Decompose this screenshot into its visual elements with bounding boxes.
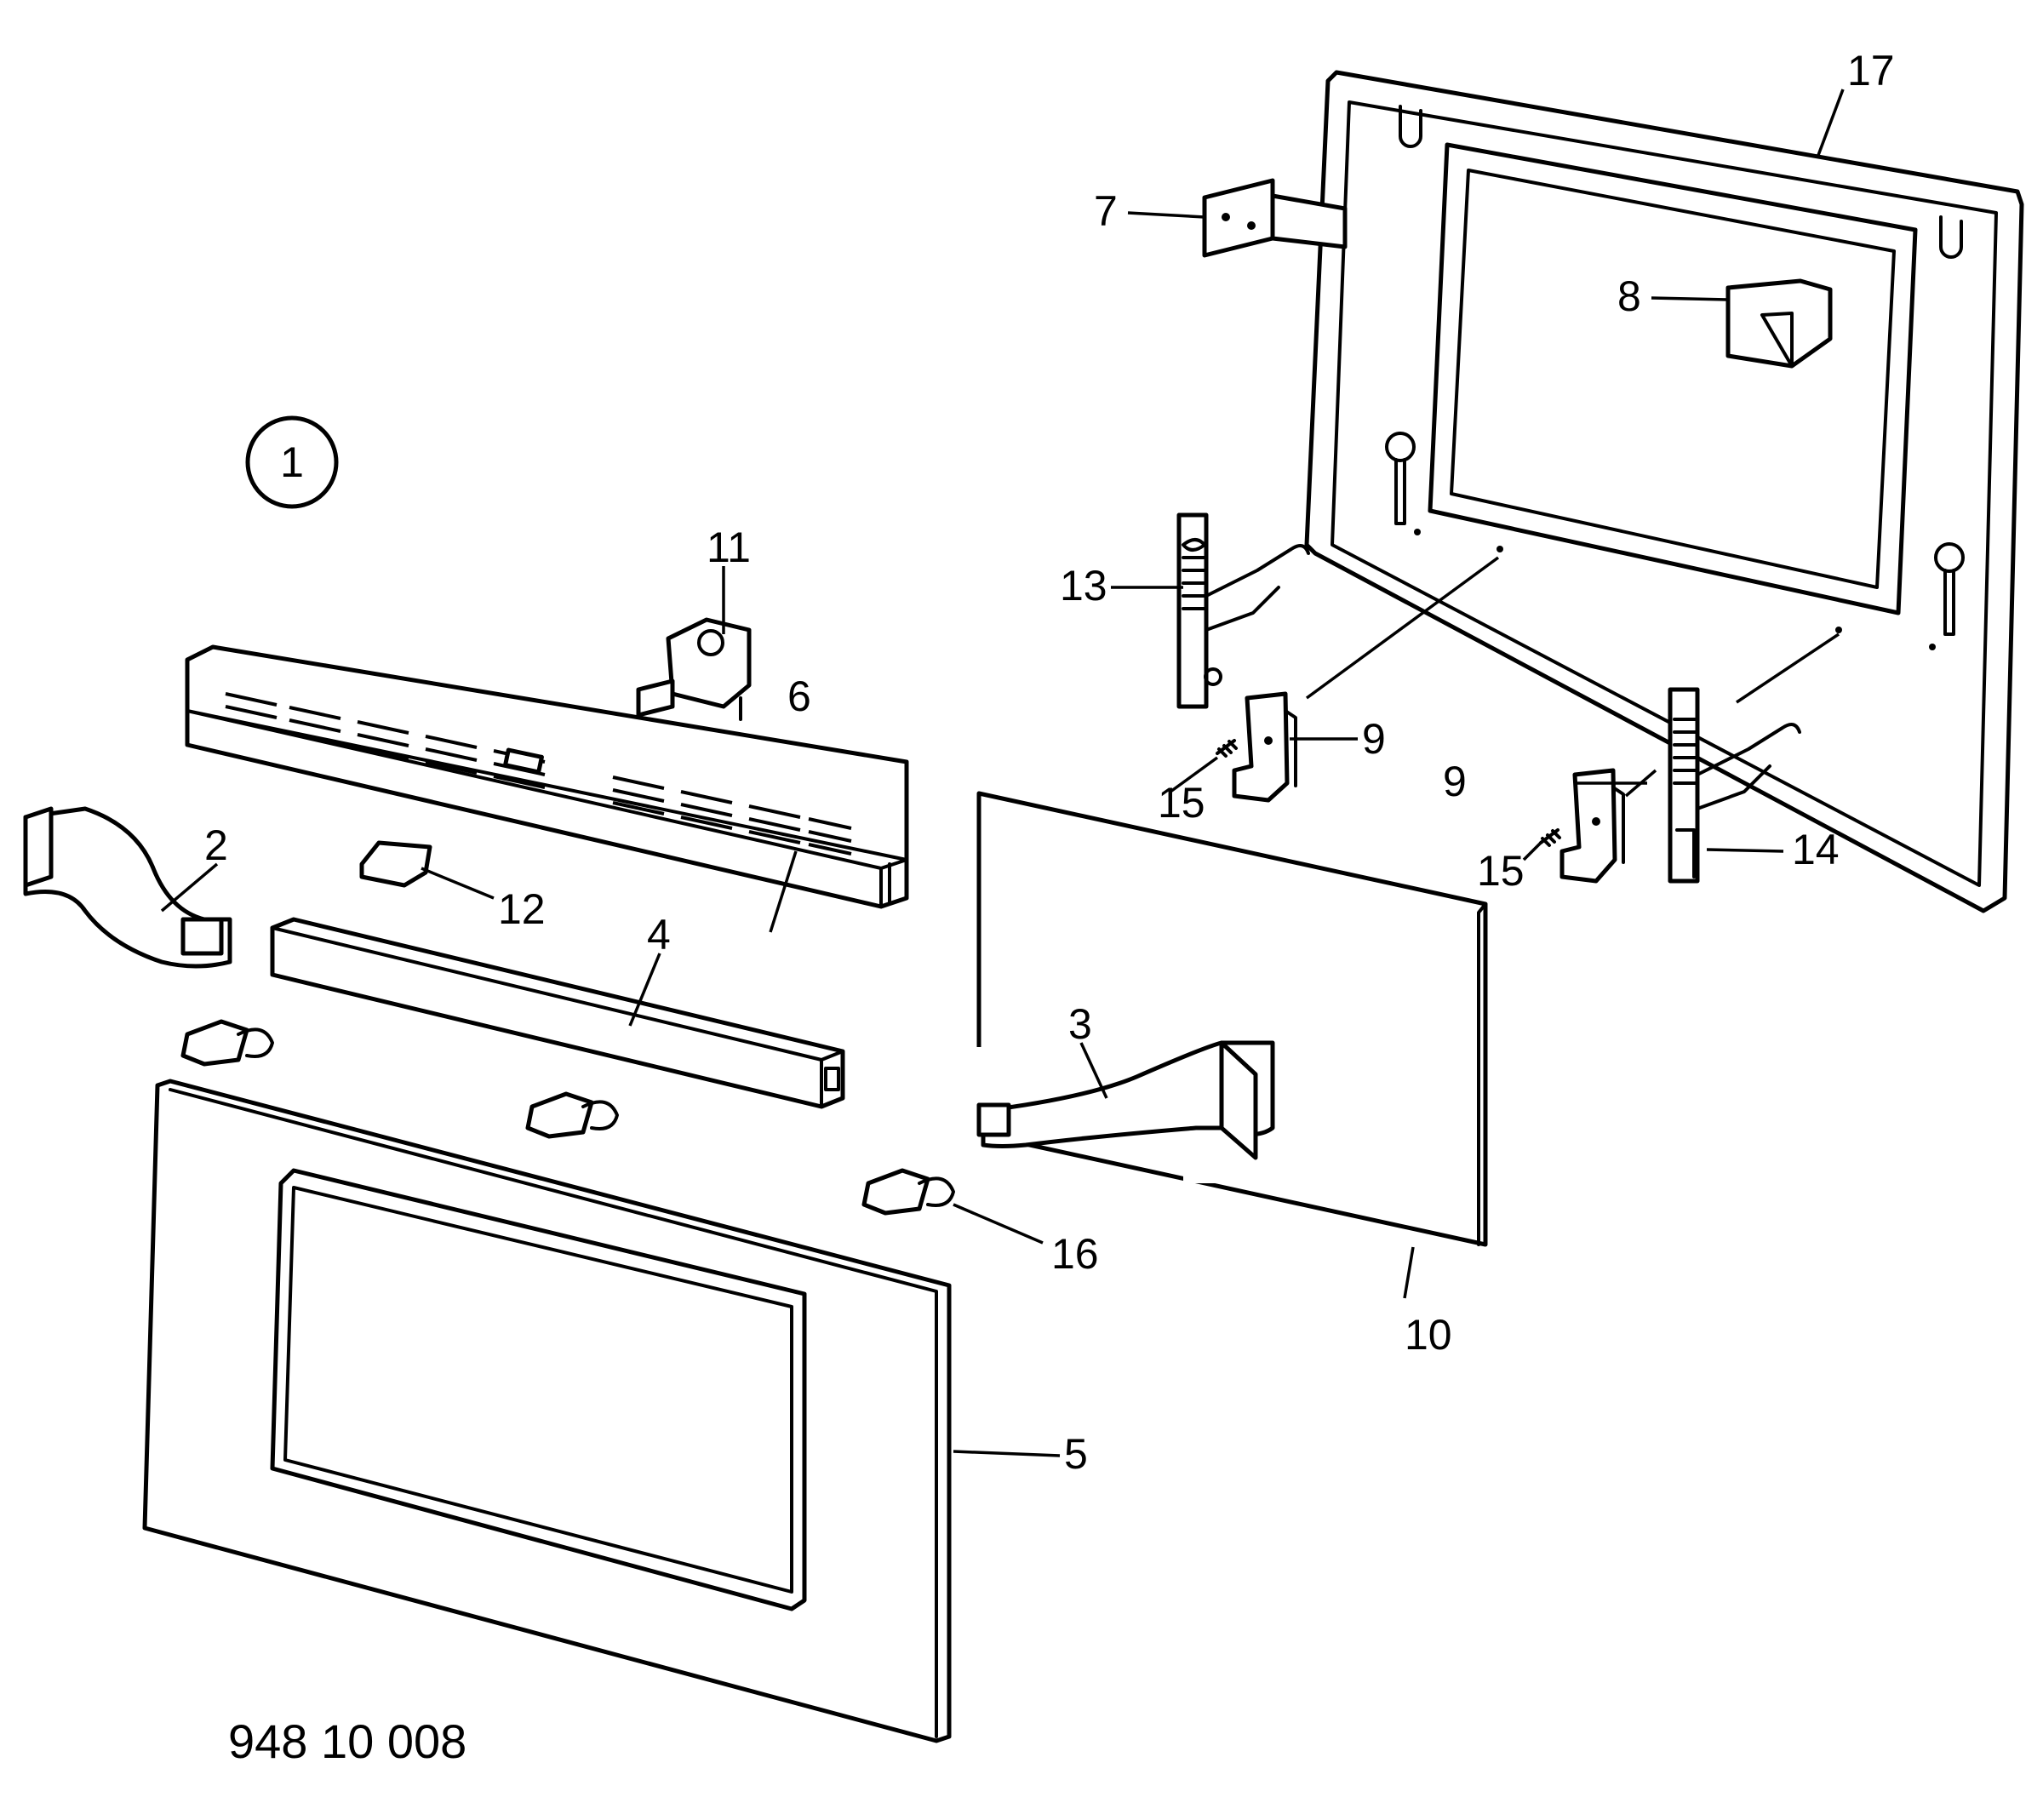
- callout-17: 17: [1847, 47, 1895, 94]
- figure-marker: 1: [245, 415, 339, 509]
- figure-marker-label: 1: [280, 438, 304, 486]
- leader-15b: [1522, 841, 1542, 861]
- leader-7: [1127, 211, 1205, 219]
- callout-14: 14: [1792, 826, 1840, 873]
- callout-8: 8: [1617, 272, 1641, 320]
- part-3-handle-end: [976, 1040, 1275, 1160]
- part-15-screw-left: [1216, 739, 1238, 758]
- callout-labels: 17 7 8 13 9 9 15 15 14 11 6 12 2 4 3 16 …: [204, 47, 1895, 1478]
- leader-5: [953, 1450, 1061, 1457]
- callout-16: 16: [1051, 1230, 1099, 1278]
- callout-10: 10: [1405, 1311, 1452, 1359]
- callout-5: 5: [1064, 1430, 1088, 1478]
- drawing-number: 948 10 008: [228, 1714, 466, 1768]
- leader-lines: [160, 89, 1845, 1457]
- callout-12: 12: [498, 885, 546, 933]
- part-4-handle-bar: [270, 917, 845, 1109]
- callout-15-left: 15: [1158, 779, 1205, 827]
- leader-3: [1079, 1042, 1108, 1099]
- part-17-door-frame: [1304, 70, 2024, 913]
- leader-10: [1403, 1246, 1415, 1299]
- callout-9-left: 9: [1362, 715, 1386, 763]
- callout-4: 4: [647, 911, 671, 959]
- leader-2: [160, 862, 219, 913]
- leader-14-to-frame: [1736, 632, 1840, 704]
- leader-15a: [1169, 756, 1219, 793]
- leader-12: [421, 867, 495, 900]
- part-8-catch: [1725, 278, 1833, 369]
- part-11-switch: [636, 617, 752, 721]
- part-14-hinge: [1668, 687, 1801, 884]
- part-9-clip-right: [1559, 768, 1625, 884]
- part-13-hinge: [1176, 512, 1310, 709]
- leader-9b-to-hinge: [1624, 769, 1657, 798]
- leader-13-to-frame: [1305, 556, 1500, 700]
- callout-2: 2: [204, 821, 228, 869]
- callout-11: 11: [707, 524, 751, 571]
- callout-9-right: 9: [1443, 758, 1467, 805]
- part-15-screw-right: [1539, 828, 1561, 847]
- part-16-clip-2: [525, 1091, 619, 1139]
- part-9-clip-left: [1232, 691, 1297, 803]
- callout-13: 13: [1060, 562, 1107, 610]
- leader-17: [1816, 89, 1845, 158]
- part-10-glass-panel: [975, 791, 1488, 1247]
- callout-15-right: 15: [1477, 847, 1525, 895]
- part-5-outer-door: [142, 1079, 952, 1743]
- leader-16: [953, 1203, 1044, 1245]
- part-6-control-strip: [185, 644, 909, 909]
- part-7-bracket: [1202, 178, 1348, 258]
- callout-6: 6: [787, 672, 811, 720]
- leader-6: [769, 850, 798, 933]
- callout-3: 3: [1068, 1000, 1092, 1048]
- leader-14: [1706, 848, 1784, 853]
- leader-8: [1651, 296, 1729, 301]
- leader-4: [628, 953, 661, 1027]
- callout-7: 7: [1094, 187, 1118, 235]
- part-16-clip-3: [861, 1168, 955, 1216]
- part-16-clip-1: [180, 1019, 274, 1067]
- part-2-handle-end: [23, 806, 232, 969]
- part-12-button: [359, 840, 432, 888]
